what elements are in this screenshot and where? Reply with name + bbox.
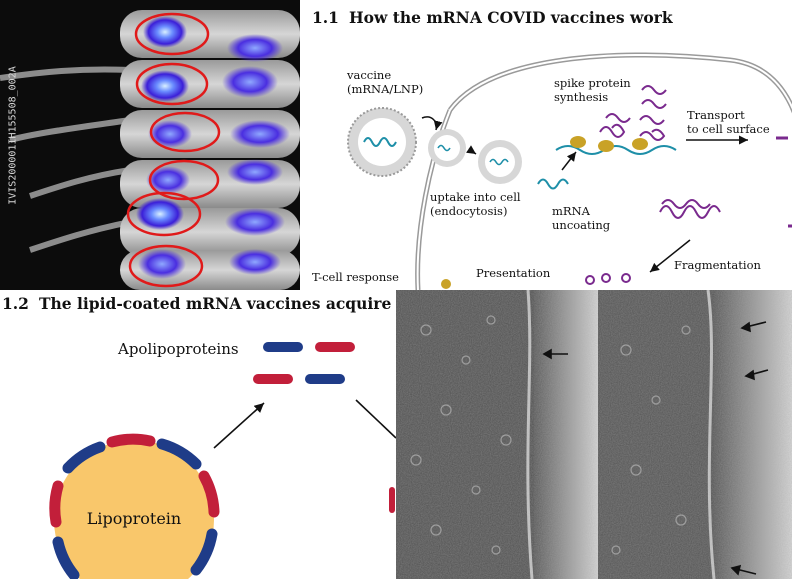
free-mrna: [537, 178, 569, 190]
mrna-uncoating-label: mRNA uncoating: [552, 204, 611, 232]
vaccine-label: vaccine (mRNA/LNP): [347, 68, 424, 96]
uptake-label: uptake into cell (endocytosis): [430, 190, 521, 218]
peptide-fragments: [585, 273, 631, 285]
free-apolipoproteins: [253, 342, 355, 384]
ribosomes: [570, 136, 648, 152]
lipoprotein-graphic: [49, 342, 396, 579]
spike-protein-chains: [599, 85, 667, 141]
apolipoproteins-label: Apolipoproteins: [118, 340, 239, 358]
section-title: How the mRNA COVID vaccines work: [348, 8, 673, 27]
section-1-1-heading: 1.1 How the mRNA COVID vaccines work: [312, 8, 673, 27]
section-title: The lipid-coated mRNA vaccines acquire a: [38, 294, 396, 313]
electron-micrograph: [396, 290, 792, 579]
mechanism-graphic: [347, 52, 792, 290]
fragmented-protein: [659, 205, 721, 219]
image-side-text: IVIS200001IH155508_002A: [7, 66, 19, 205]
section-number: 1.2: [2, 294, 29, 313]
mrna-vaccine-diagram: 1.1 How the mRNA COVID vaccines work: [300, 0, 792, 290]
transport-label: Transport to cell surface: [687, 108, 770, 136]
endocytosis-vesicle: [428, 129, 522, 184]
mouse-imaging-graphic: [0, 0, 300, 290]
presentation-label: Presentation: [476, 266, 551, 280]
section-1-2-heading: 1.2 The lipid-coated mRNA vaccines acquir…: [2, 294, 396, 313]
mouse-imaging-photo: IVIS200001IH155508_002A: [0, 0, 300, 290]
lipoprotein-diagram: 1.2 The lipid-coated mRNA vaccines acquir…: [0, 290, 396, 579]
spike-synthesis-label: spike protein synthesis: [554, 76, 631, 104]
lnp-particle: [347, 107, 417, 177]
micrograph-arrows: [542, 321, 769, 576]
micrograph-graphic: [396, 290, 792, 579]
section-number: 1.1: [312, 8, 339, 27]
surface-apolipoproteins: [49, 433, 220, 579]
lipoprotein-label: Lipoprotein: [86, 509, 182, 528]
t-cell-response-label: T-cell response: [312, 270, 399, 284]
lipoprotein-particle: [54, 440, 214, 579]
fragmentation-label: Fragmentation: [674, 258, 761, 272]
